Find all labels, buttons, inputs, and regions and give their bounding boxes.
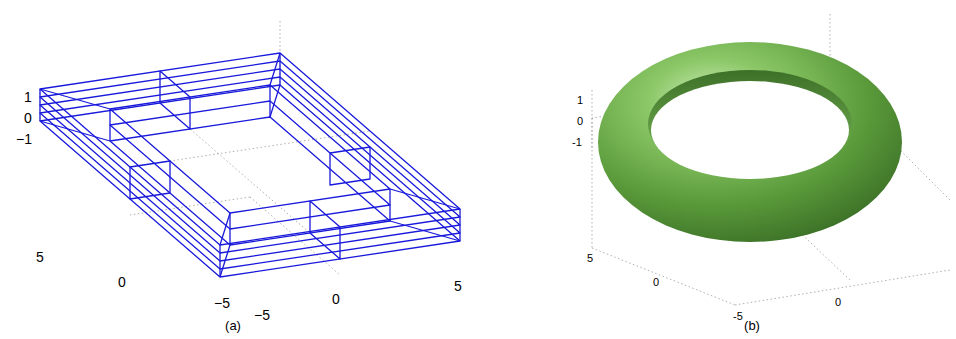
tick-label: 0 [576, 115, 584, 127]
tick-label: 0 [331, 292, 341, 307]
tick-label: −5 [253, 308, 271, 323]
tick-label: −5 [213, 296, 231, 311]
tick-label: 0 [117, 275, 127, 290]
tick-label: −1 [15, 132, 33, 147]
torus-inner-wall [648, 70, 852, 178]
torus-body [598, 42, 902, 242]
torus [598, 42, 902, 242]
axis-grid [40, 21, 460, 275]
tick-label: 0 [23, 111, 33, 126]
wireframe-ring [40, 53, 460, 277]
tick-label: 5 [35, 250, 45, 265]
tick-label: 1 [576, 94, 584, 106]
tick-label: -1 [571, 136, 583, 148]
axis-grid [592, 14, 950, 305]
tick-label: 5 [586, 252, 594, 264]
torus-hole [651, 81, 849, 179]
panel-label: (a) [224, 319, 242, 333]
tick-label: 5 [453, 279, 463, 294]
tick-label: 1 [23, 90, 33, 105]
tick-label: 0 [652, 276, 660, 288]
panel-label: (b) [743, 319, 761, 333]
tick-label: 0 [834, 296, 842, 308]
